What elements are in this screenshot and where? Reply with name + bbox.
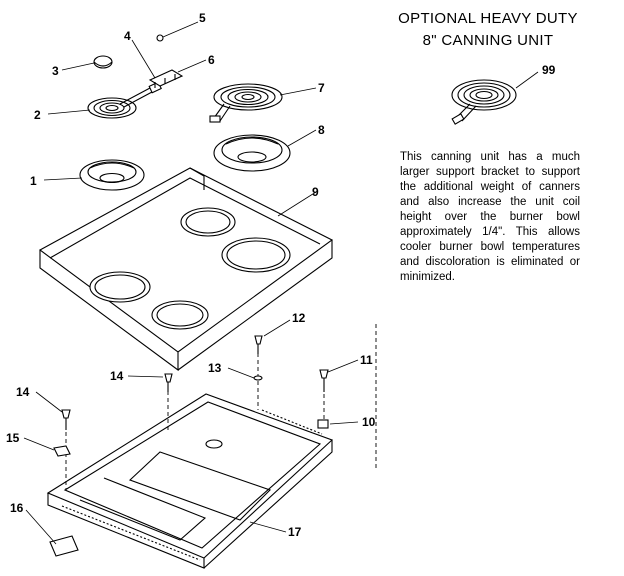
callout-14-right: 14 bbox=[110, 369, 124, 383]
block-16 bbox=[49, 535, 79, 557]
clip-10 bbox=[317, 419, 329, 429]
callout-8: 8 bbox=[318, 123, 325, 137]
small-surface-element bbox=[87, 81, 162, 119]
screw-11 bbox=[319, 369, 329, 392]
screw-14-right bbox=[164, 373, 173, 392]
main-cooktop bbox=[38, 167, 334, 372]
callout-14-left: 14 bbox=[16, 385, 30, 399]
callout-2: 2 bbox=[34, 108, 41, 122]
header-line-1: OPTIONAL HEAVY DUTY bbox=[398, 10, 578, 27]
header-line-2: 8" CANNING UNIT bbox=[423, 32, 554, 49]
bracket-15 bbox=[53, 445, 71, 457]
screw-14-left bbox=[61, 409, 71, 430]
callout-9: 9 bbox=[312, 185, 319, 199]
callout-16: 16 bbox=[10, 501, 24, 515]
callout-3: 3 bbox=[52, 64, 59, 78]
small-drip-bowl bbox=[79, 159, 145, 191]
callout-1: 1 bbox=[30, 174, 37, 188]
terminal-block bbox=[148, 34, 184, 88]
callout-13: 13 bbox=[208, 361, 222, 375]
callout-10: 10 bbox=[362, 415, 376, 429]
washer-13 bbox=[253, 375, 263, 381]
callout-17: 17 bbox=[288, 525, 302, 539]
knob-cap bbox=[93, 55, 113, 69]
callout-12: 12 bbox=[292, 311, 306, 325]
canning-unit-description: This canning unit has a much larger supp… bbox=[400, 151, 580, 283]
callout-99: 99 bbox=[542, 63, 556, 77]
canning-unit-element bbox=[451, 71, 539, 125]
leader-lines bbox=[23, 21, 359, 545]
callout-11: 11 bbox=[360, 353, 373, 367]
large-surface-element bbox=[209, 83, 283, 123]
callout-15: 15 bbox=[6, 431, 20, 445]
callout-6: 6 bbox=[208, 53, 215, 67]
burner-box bbox=[46, 393, 334, 569]
callout-5: 5 bbox=[199, 11, 206, 25]
callout-7: 7 bbox=[318, 81, 325, 95]
screw-12 bbox=[254, 335, 263, 354]
callout-4: 4 bbox=[124, 29, 131, 43]
large-drip-bowl bbox=[213, 134, 291, 172]
